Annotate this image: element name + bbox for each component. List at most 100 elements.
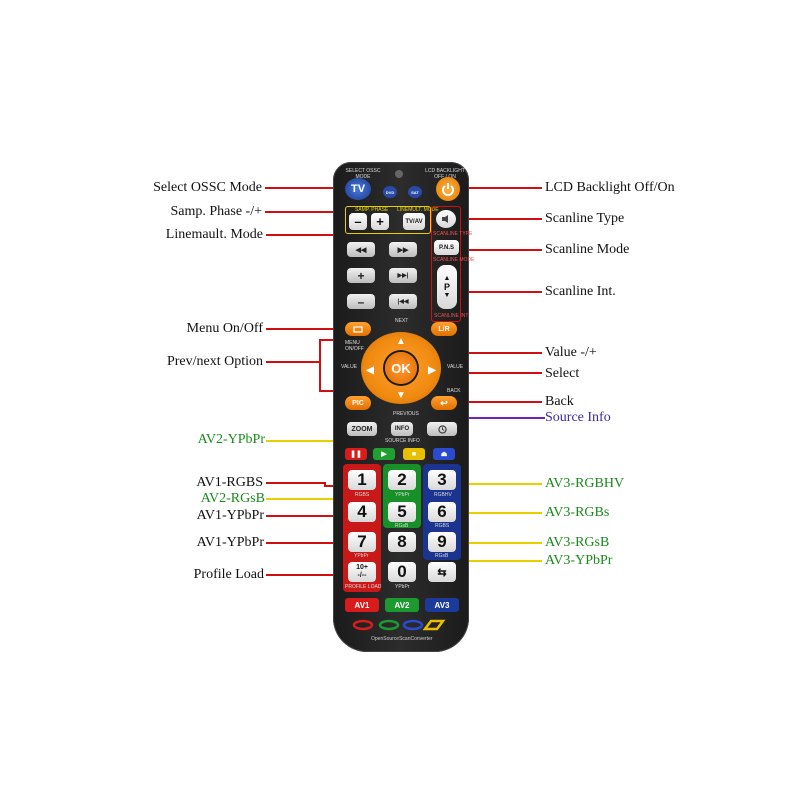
ok-button[interactable]: OK — [385, 352, 417, 384]
caption-scanline-int: SCANLINE INT — [434, 313, 469, 319]
label-lcd-backlight: LCD Backlight Off/On — [545, 180, 675, 195]
key-5-caption: RGsB — [395, 523, 409, 529]
pic-button[interactable]: PIC — [345, 396, 371, 410]
lcd-backlight-button[interactable] — [436, 177, 460, 201]
scanline-int-button[interactable]: ▲ P ▼ — [437, 265, 457, 309]
p-label: P — [443, 282, 450, 292]
key-7[interactable]: 7 — [348, 532, 376, 552]
zoom-button[interactable]: ZOOM — [347, 422, 377, 436]
samp-phase-plus-button[interactable]: + — [371, 213, 389, 230]
caption-value-right: VALUE — [447, 364, 464, 370]
caption-linemult: LINEMULT. MODE — [397, 207, 439, 213]
label-back: Back — [545, 394, 574, 409]
prev-track-button[interactable]: |◀◀ — [389, 294, 417, 309]
back-button[interactable]: ↩ — [431, 396, 457, 410]
tv-button[interactable]: TV — [345, 178, 371, 200]
key-7-caption: YPbPr — [354, 553, 369, 559]
label-av3-rgbhv: AV3-RGBHV — [545, 476, 625, 491]
caption-source-info: SOURCE INFO — [385, 438, 420, 444]
caption-menu: MENU ON/OFF — [345, 340, 364, 352]
caption-value-left: VALUE — [341, 364, 358, 370]
caption-next: NEXT — [395, 318, 409, 324]
label-av3-ypbpr: AV3-YPbPr — [545, 553, 613, 568]
key-8[interactable]: 8 — [388, 532, 416, 552]
label-av1-ypbpr-2: AV1-YPbPr — [196, 535, 264, 550]
label-scanline-type: Scanline Type — [545, 211, 625, 226]
sat-button[interactable]: SAT — [408, 186, 422, 198]
red-button[interactable]: ❚❚ — [345, 448, 367, 460]
label-profile-load: Profile Load — [193, 567, 264, 582]
down-arrow-icon[interactable]: ▼ — [396, 389, 406, 401]
caption-back: BACK — [447, 388, 461, 394]
scanline-mode-button[interactable]: P.N.S — [434, 240, 459, 255]
label-linemault-mode: Linemault. Mode — [165, 227, 263, 242]
left-arrow-icon[interactable]: ◀ — [366, 364, 374, 376]
mute-icon — [442, 215, 448, 223]
label-select-ossc-mode: Select OSSC Mode — [153, 180, 262, 195]
label-samp-phase: Samp. Phase -/+ — [170, 204, 263, 219]
chevron-up-icon: ▲ — [443, 275, 451, 282]
power-icon — [442, 183, 454, 196]
key-6[interactable]: 6 — [428, 502, 456, 522]
key-2-caption: YPbPr — [395, 492, 410, 498]
key-1-caption: RGBS — [355, 492, 370, 498]
label-value: Value -/+ — [545, 345, 597, 360]
clock-icon — [437, 424, 447, 434]
blue-button[interactable]: ⏏ — [433, 448, 455, 460]
key-1[interactable]: 1 — [348, 470, 376, 490]
green-button[interactable]: ▶ — [373, 448, 395, 460]
rewind-button[interactable]: ◀◀ — [347, 242, 375, 257]
samp-phase-zone — [345, 206, 431, 234]
lr-button[interactable]: L/R — [431, 322, 457, 336]
key-4[interactable]: 4 — [348, 502, 376, 522]
right-arrow-icon[interactable]: ▶ — [428, 364, 436, 376]
scanline-type-button[interactable] — [436, 210, 456, 228]
label-av2-ypbpr: AV2-YPbPr — [197, 432, 265, 447]
key-9[interactable]: 9 — [428, 532, 456, 552]
clock-button[interactable] — [427, 422, 457, 436]
label-av3-rgsb: AV3-RGsB — [545, 535, 610, 550]
brand-caption: OpenSourceScanConverter — [371, 636, 433, 642]
av2-button[interactable]: AV2 — [385, 598, 419, 612]
ossc-logo — [352, 619, 446, 631]
plus-button[interactable]: + — [347, 268, 375, 283]
chevron-down-icon: ▼ — [443, 292, 451, 299]
remote-control: SELECT OSSC MODE LCD BACKLIGHT OFF / ON … — [333, 162, 474, 652]
key-10-plus[interactable]: 10+ -/-- — [348, 562, 376, 582]
menu-button[interactable] — [345, 322, 371, 336]
caption-scanline-type: SCANLINE TYPE — [433, 231, 473, 237]
next-track-button[interactable]: ▶▶| — [389, 268, 417, 283]
av1-button[interactable]: AV1 — [345, 598, 379, 612]
label-source-info: Source Info — [545, 410, 611, 425]
label-av3-rgbs: AV3-RGBs — [545, 505, 610, 520]
scanline-zone — [431, 206, 461, 322]
caption-select-ossc-mode: SELECT OSSC MODE — [345, 168, 381, 180]
up-arrow-icon[interactable]: ▲ — [396, 335, 406, 347]
label-av1-ypbpr-1: AV1-YPbPr — [196, 508, 264, 523]
av3-button[interactable]: AV3 — [425, 598, 459, 612]
caption-scanline-mode: SCANLINE MODE — [433, 257, 475, 263]
key-2[interactable]: 2 — [388, 470, 416, 490]
minus-button[interactable]: – — [347, 294, 375, 309]
key-3[interactable]: 3 — [428, 470, 456, 490]
dvd-button[interactable]: DVD — [383, 186, 397, 198]
tv-av-button[interactable]: TV/AV — [403, 213, 425, 230]
fast-forward-button[interactable]: ▶▶ — [389, 242, 417, 257]
label-scanline-int: Scanline Int. — [545, 284, 616, 299]
samp-phase-minus-button[interactable]: – — [349, 213, 367, 230]
yellow-button[interactable]: ■ — [403, 448, 425, 460]
swap-button[interactable]: ⇆ — [428, 562, 456, 582]
key-3-caption: RGBHV — [434, 492, 452, 498]
key-9-caption: RGsB — [435, 553, 449, 559]
back-arrow-icon: ↩ — [440, 397, 448, 408]
key-10-caption: PROFILE LOAD — [345, 584, 382, 590]
caption-previous: PREVIOUS — [393, 411, 419, 417]
key-5[interactable]: 5 — [388, 502, 416, 522]
label-av2-rgsb: AV2-RGsB — [200, 491, 265, 506]
info-button[interactable]: INFO — [391, 422, 413, 436]
swap-icon: ⇆ — [437, 566, 447, 579]
key-0[interactable]: 0 — [388, 562, 416, 582]
ir-led — [395, 170, 403, 178]
menu-icon — [353, 325, 363, 333]
